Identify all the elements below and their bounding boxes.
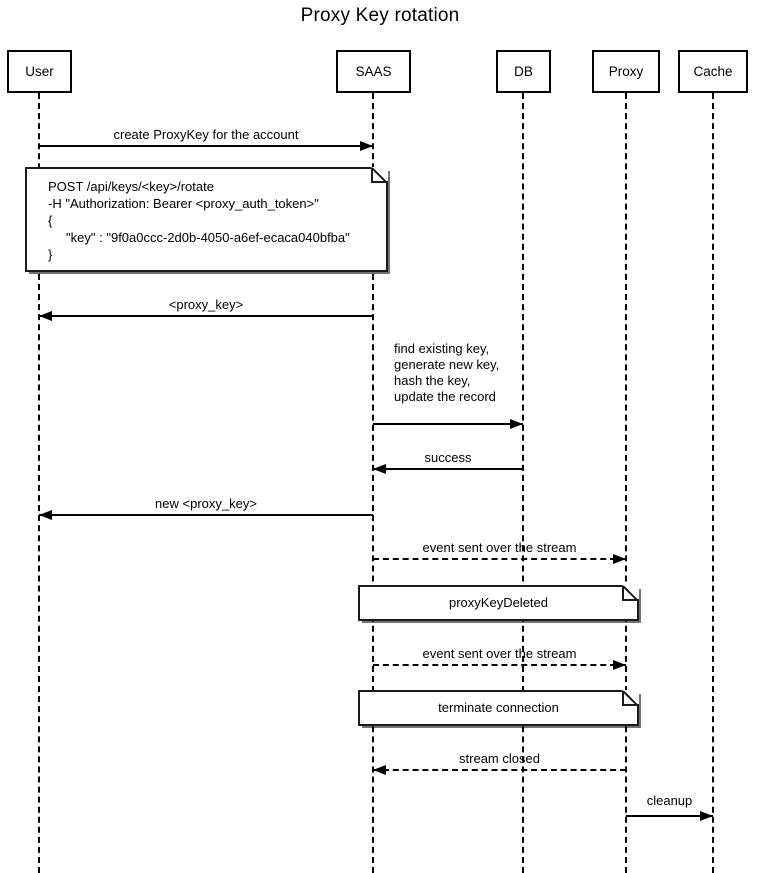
- arrowhead-right-icon: [360, 141, 373, 151]
- message-line-dashed: [373, 558, 626, 560]
- note-request-payload: POST /api/keys/<key>/rotate -H "Authoriz…: [25, 167, 388, 272]
- message-label-stream-closed: stream closed: [459, 751, 540, 766]
- actor-box-user: User: [7, 50, 72, 93]
- arrowhead-left-icon: [373, 765, 386, 775]
- actor-label-user: User: [25, 64, 54, 79]
- note-request-payload-text: POST /api/keys/<key>/rotate -H "Authoriz…: [48, 179, 350, 262]
- actor-box-db: DB: [496, 50, 551, 93]
- lifeline-db: [522, 93, 524, 873]
- arrowhead-right-icon: [613, 660, 626, 670]
- arrowhead-right-icon: [613, 554, 626, 564]
- message-line-dashed: [373, 769, 626, 771]
- message-line: [39, 315, 373, 317]
- message-line: [373, 423, 523, 425]
- lifeline-saas: [372, 93, 374, 873]
- arrowhead-left-icon: [39, 510, 52, 520]
- actor-label-proxy: Proxy: [608, 64, 644, 79]
- message-label-event-stream-1: event sent over the stream: [422, 540, 577, 555]
- diagram-title: Proxy Key rotation: [300, 5, 460, 26]
- actor-box-cache: Cache: [678, 50, 748, 93]
- note-terminate-connection: terminate connection: [358, 690, 639, 726]
- note-fold-icon: [622, 690, 639, 706]
- message-line: [39, 145, 373, 147]
- note-proxy-key-deleted-text: proxyKeyDeleted: [449, 595, 548, 610]
- message-label-event-stream-2: event sent over the stream: [422, 646, 577, 661]
- message-label-update-record: find existing key, generate new key, has…: [394, 341, 500, 404]
- actor-box-proxy: Proxy: [592, 50, 660, 93]
- arrowhead-left-icon: [373, 464, 386, 474]
- note-fold-icon: [371, 167, 388, 183]
- lifeline-user: [38, 93, 40, 873]
- message-label-success: success: [424, 450, 472, 465]
- message-line: [39, 514, 373, 516]
- lifeline-proxy: [625, 93, 627, 873]
- message-label-proxy-key: <proxy_key>: [168, 297, 244, 312]
- note-proxy-key-deleted: proxyKeyDeleted: [358, 585, 639, 621]
- actor-label-cache: Cache: [693, 64, 733, 79]
- arrowhead-right-icon: [510, 419, 523, 429]
- message-line: [373, 468, 523, 470]
- actor-label-db: DB: [514, 64, 533, 79]
- message-label-create-proxykey: create ProxyKey for the account: [113, 127, 299, 142]
- message-line: [626, 815, 713, 817]
- arrowhead-right-icon: [700, 811, 713, 821]
- message-label-new-proxy-key: new <proxy_key>: [155, 496, 257, 511]
- message-line-dashed: [373, 664, 626, 666]
- note-fold-icon: [622, 585, 639, 601]
- note-terminate-connection-text: terminate connection: [438, 700, 559, 715]
- lifeline-cache: [712, 93, 714, 873]
- arrowhead-left-icon: [39, 311, 52, 321]
- actor-label-saas: SAAS: [355, 64, 392, 79]
- actor-box-saas: SAAS: [336, 50, 411, 93]
- message-label-cleanup: cleanup: [646, 793, 693, 808]
